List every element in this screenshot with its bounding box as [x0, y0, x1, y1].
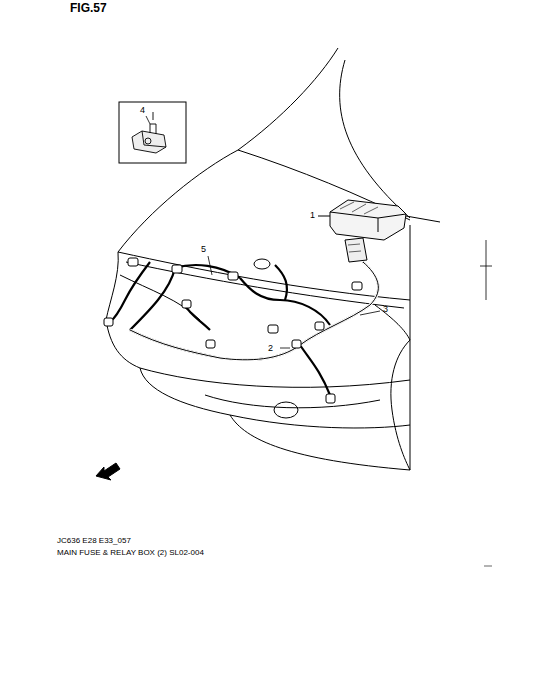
callout-number: 4 — [140, 106, 145, 115]
callout-number: 2 — [268, 344, 273, 353]
callout-number: 3 — [383, 305, 388, 314]
callout-number: 5 — [201, 245, 206, 254]
figure-number: FIG.57 — [70, 2, 107, 14]
drawing-code: JC636 E28 E33_057 — [57, 537, 131, 545]
callout-number: 1 — [310, 211, 315, 220]
caption-text: MAIN FUSE & RELAY BOX (2) SL02-004 — [57, 549, 204, 557]
